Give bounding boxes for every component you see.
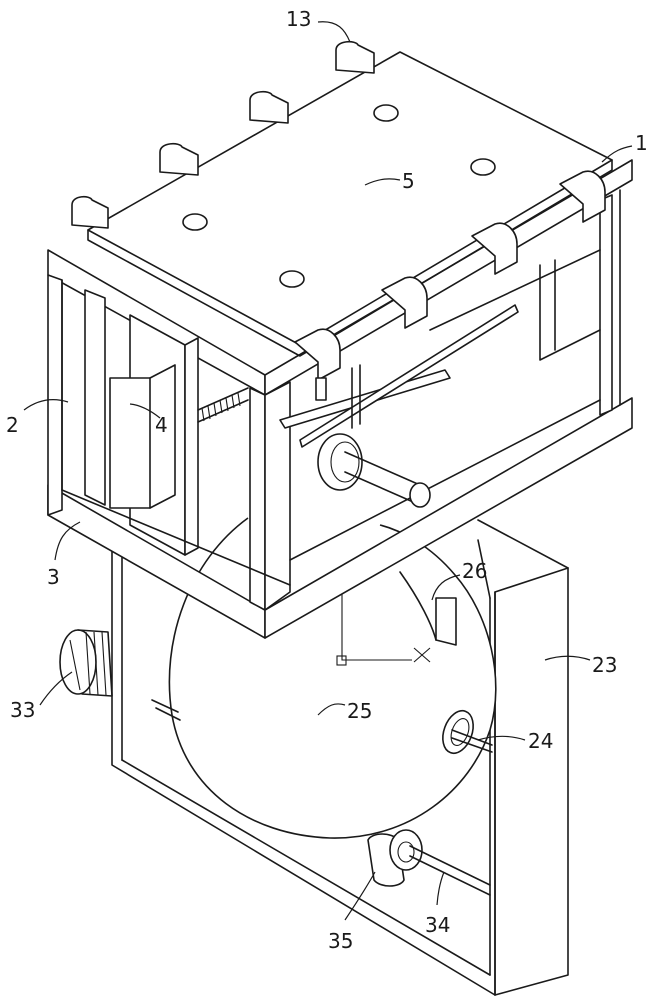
rod-34 — [409, 845, 491, 896]
leader-25 — [317, 703, 346, 716]
leader-23 — [544, 655, 591, 661]
label-25: 25 — [347, 699, 372, 723]
housing-23 — [111, 519, 569, 996]
label-2: 2 — [6, 413, 19, 437]
label-4: 4 — [155, 413, 168, 437]
motor-33 — [59, 629, 113, 697]
leader-3 — [54, 521, 81, 561]
leader-35 — [344, 871, 376, 921]
label-35: 35 — [328, 929, 353, 953]
shaft-24 — [442, 709, 493, 755]
axis-y-marker — [341, 578, 412, 661]
leaders — [23, 21, 633, 921]
leader-2 — [23, 399, 69, 411]
label-26: 26 — [462, 559, 487, 583]
plate-5 — [87, 51, 613, 357]
label-3: 3 — [47, 565, 60, 589]
screw-thread — [201, 392, 241, 422]
hole-4 — [279, 270, 305, 288]
label-24: 24 — [528, 729, 553, 753]
drum-25 — [151, 517, 497, 839]
label-33: 33 — [10, 698, 35, 722]
reference-numerals: 13 1 5 2 4 3 26 23 33 25 24 35 34 — [6, 7, 648, 953]
clamps-13 — [71, 40, 606, 401]
leader-4 — [129, 403, 161, 419]
scraper-26 — [399, 571, 457, 646]
label-5: 5 — [402, 169, 415, 193]
leader-24 — [477, 735, 526, 741]
leader-34 — [436, 871, 445, 906]
leader-26 — [431, 574, 461, 601]
leader-33 — [39, 671, 73, 706]
hole-2 — [470, 158, 496, 176]
hole-1 — [373, 104, 399, 122]
leader-13 — [317, 21, 351, 43]
leader-1 — [601, 145, 633, 163]
label-34: 34 — [425, 913, 450, 937]
label-23: 23 — [592, 653, 617, 677]
label-1: 1 — [635, 131, 648, 155]
hole-3 — [182, 213, 208, 231]
drive-4 — [109, 304, 519, 509]
leader-5 — [364, 178, 401, 186]
post-2 — [47, 274, 63, 516]
roller-35 — [367, 829, 423, 887]
label-13: 13 — [286, 7, 311, 31]
frame-1 — [47, 159, 633, 639]
